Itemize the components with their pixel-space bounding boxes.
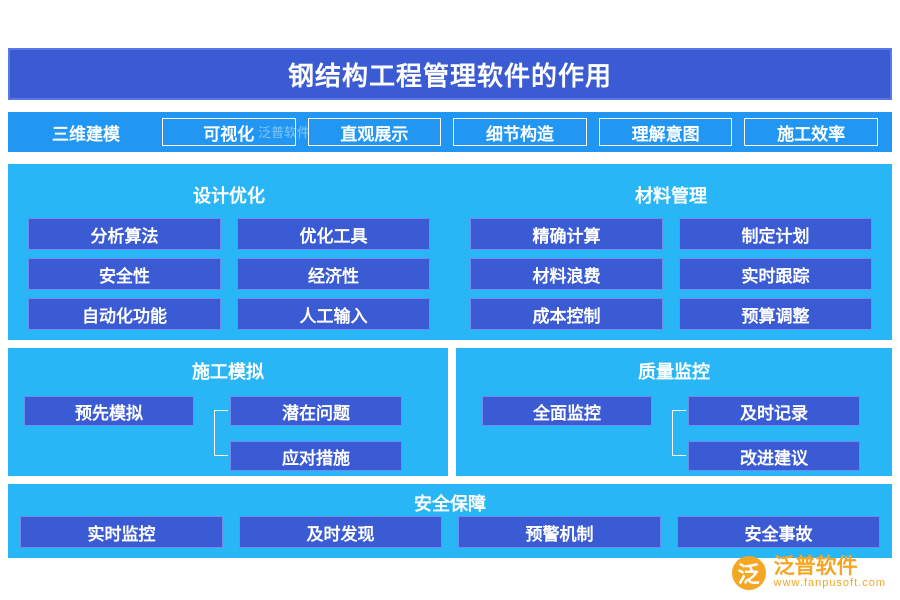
- simulation-connector: [214, 410, 228, 456]
- safety-title: 安全保障: [414, 494, 486, 514]
- material-cell-accurate-calculation[interactable]: 精确计算: [470, 218, 663, 250]
- quality-branch-improvement-advice[interactable]: 改进建议: [688, 441, 860, 471]
- simulation-branch-potential-issue[interactable]: 潜在问题: [230, 396, 402, 426]
- safety-cell-safety-incident[interactable]: 安全事故: [677, 516, 880, 548]
- logo-company-name: 泛普软件: [773, 555, 858, 579]
- simulation-panel: 施工模拟 预先模拟 潜在问题 应对措施: [8, 348, 448, 476]
- quality-branch-timely-record[interactable]: 及时记录: [688, 396, 860, 426]
- tag-understand-intent[interactable]: 理解意图: [598, 118, 733, 146]
- main-section-panel: 设计优化 分析算法 优化工具 安全性 经济性 自动化功能 人工输入 材料管理 精…: [8, 164, 892, 340]
- design-cell-safety[interactable]: 安全性: [28, 258, 221, 290]
- design-cell-optimization-tool[interactable]: 优化工具: [237, 218, 430, 250]
- logo-text-block: 泛普软件 www.fanpusoft.com: [774, 556, 886, 590]
- safety-cell-realtime-monitoring[interactable]: 实时监控: [20, 516, 223, 548]
- tag-visualization[interactable]: 可视化: [162, 118, 296, 146]
- material-group-title: 材料管理: [635, 186, 707, 206]
- material-cell-grid: 精确计算 制定计划 材料浪费 实时跟踪 成本控制 预算调整: [450, 218, 892, 330]
- page-title: 钢结构工程管理软件的作用: [287, 60, 612, 91]
- design-cell-grid: 分析算法 优化工具 安全性 经济性 自动化功能 人工输入: [8, 218, 450, 330]
- simulation-branch-countermeasure[interactable]: 应对措施: [230, 441, 402, 471]
- material-cell-material-waste[interactable]: 材料浪费: [470, 258, 663, 290]
- material-cell-make-plan[interactable]: 制定计划: [679, 218, 872, 250]
- safety-cell-timely-discovery[interactable]: 及时发现: [239, 516, 442, 548]
- material-cell-cost-control[interactable]: 成本控制: [470, 298, 663, 330]
- simulation-root-node[interactable]: 预先模拟: [24, 396, 194, 426]
- design-cell-manual-input[interactable]: 人工输入: [237, 298, 430, 330]
- quality-title: 质量监控: [638, 362, 710, 382]
- simulation-title: 施工模拟: [192, 362, 264, 382]
- material-management-group: 材料管理 精确计算 制定计划 材料浪费 实时跟踪 成本控制 预算调整: [450, 164, 892, 340]
- brand-logo: 泛 泛普软件 www.fanpusoft.com: [731, 556, 886, 590]
- quality-root-node[interactable]: 全面监控: [482, 396, 652, 426]
- design-optimization-group: 设计优化 分析算法 优化工具 安全性 经济性 自动化功能 人工输入: [8, 164, 450, 340]
- top-tag-row: 三维建模 可视化 直观展示 细节构造 理解意图 施工效率: [8, 112, 892, 152]
- design-group-title: 设计优化: [193, 186, 265, 206]
- quality-connector: [672, 410, 686, 456]
- diagram-title-bar: 钢结构工程管理软件的作用: [8, 48, 892, 100]
- material-cell-budget-adjustment[interactable]: 预算调整: [679, 298, 872, 330]
- safety-panel: 安全保障 实时监控 及时发现 预警机制 安全事故: [8, 484, 892, 558]
- safety-cell-early-warning[interactable]: 预警机制: [458, 516, 661, 548]
- quality-panel: 质量监控 全面监控 及时记录 改进建议: [456, 348, 892, 476]
- design-cell-economy[interactable]: 经济性: [237, 258, 430, 290]
- logo-website: www.fanpusoft.com: [773, 577, 886, 590]
- tag-lead-label: 三维建模: [52, 124, 120, 144]
- design-cell-analysis-algorithm[interactable]: 分析算法: [28, 218, 221, 250]
- material-cell-realtime-tracking[interactable]: 实时跟踪: [679, 258, 872, 290]
- tag-detail-structure[interactable]: 细节构造: [453, 118, 587, 146]
- tag-intuitive-display[interactable]: 直观展示: [307, 118, 442, 146]
- tag-construction-efficiency[interactable]: 施工效率: [744, 118, 878, 146]
- design-cell-automation[interactable]: 自动化功能: [28, 298, 221, 330]
- safety-cell-row: 实时监控 及时发现 预警机制 安全事故: [8, 516, 892, 548]
- logo-mark-icon: 泛: [731, 556, 766, 590]
